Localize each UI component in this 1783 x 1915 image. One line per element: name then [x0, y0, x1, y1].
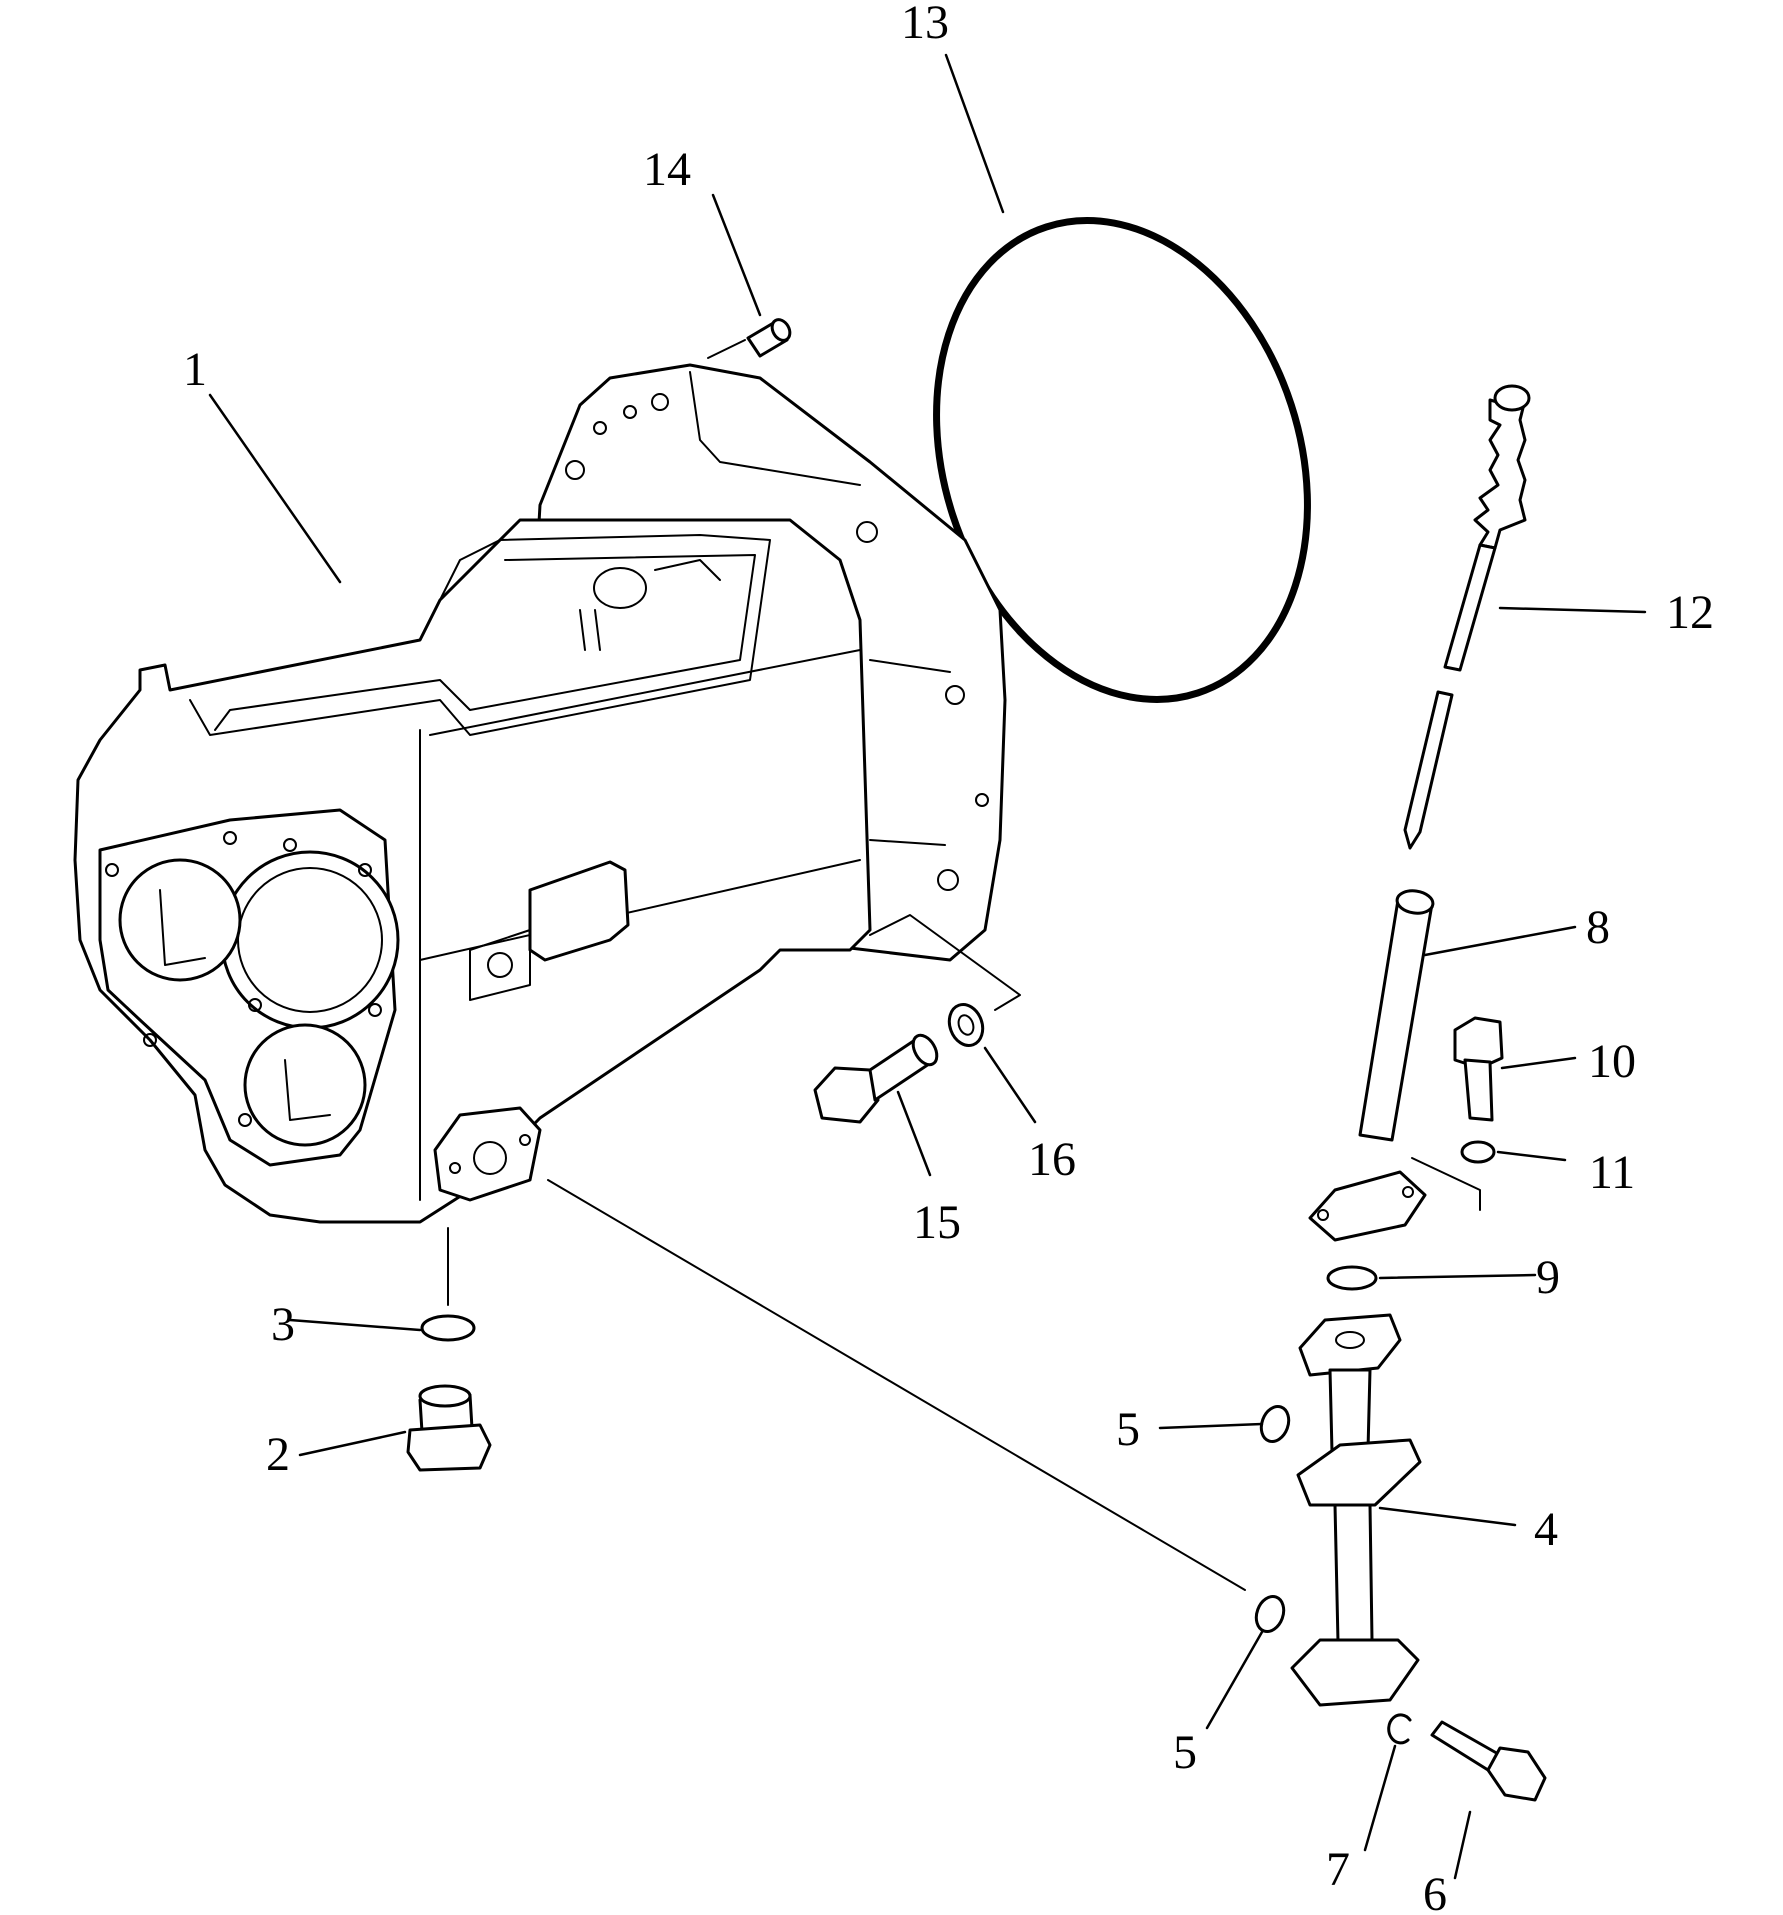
callout-10: 10: [1588, 1035, 1636, 1088]
callout-13: 13: [901, 0, 949, 49]
assembly-lines: [208, 53, 1647, 1880]
lock-washer-7: [1387, 1713, 1412, 1745]
bolt-10: [1453, 1016, 1504, 1122]
o-ring-5-upper: [1259, 1405, 1291, 1443]
bolt-15: [813, 1033, 939, 1124]
bolt-6: [1430, 1720, 1547, 1802]
dowel-pin-14: [746, 318, 792, 358]
callout-11: 11: [1589, 1146, 1635, 1199]
callout-7: 7: [1326, 1843, 1350, 1896]
dipstick-12: [1403, 384, 1531, 850]
lock-washer-11: [1460, 1140, 1496, 1164]
callout-12: 12: [1666, 586, 1714, 639]
o-ring-9: [1326, 1265, 1378, 1291]
callout-9: 9: [1536, 1251, 1560, 1304]
o-ring-5-lower: [1254, 1595, 1286, 1633]
oil-filler-pipe-4: [1290, 1313, 1422, 1707]
callout-5b: 5: [1173, 1726, 1197, 1779]
callout-8: 8: [1586, 901, 1610, 954]
callout-3: 3: [271, 1298, 295, 1351]
callout-15: 15: [913, 1196, 961, 1249]
callout-14: 14: [643, 143, 691, 196]
callout-4: 4: [1534, 1503, 1558, 1556]
transmission-case-1: [73, 363, 1007, 1224]
callout-2: 2: [266, 1428, 290, 1481]
drain-plug-2: [406, 1384, 492, 1472]
callout-1: 1: [183, 343, 207, 396]
washer-16: [947, 1003, 985, 1047]
callout-6: 6: [1423, 1868, 1447, 1915]
large-o-ring-13: [933, 217, 1311, 703]
gauge-tube-8: [1308, 889, 1435, 1242]
callout-16: 16: [1028, 1133, 1076, 1186]
callout-labels: 1 2 3 4 5 5 6 7 8 9 10 11 12 13 14 15 16: [183, 0, 1714, 1915]
o-ring-3: [420, 1314, 476, 1342]
callout-5a: 5: [1116, 1403, 1140, 1456]
